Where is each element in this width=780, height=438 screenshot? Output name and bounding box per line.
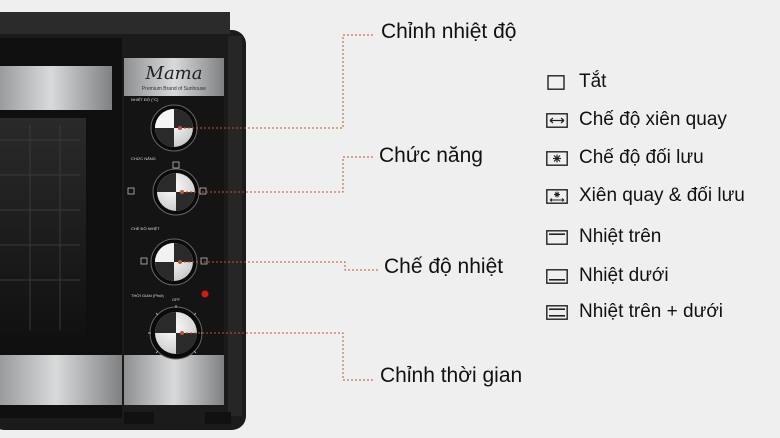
leader-dot-heat-mode <box>178 260 182 264</box>
knob4-label: THỜI GIAN (Phút) <box>131 293 164 298</box>
legend-label: Nhiệt trên <box>579 226 662 247</box>
legend-item-rotisserie-convection: Xiên quay & đối lưu <box>546 183 745 209</box>
legend-label: Tắt <box>579 71 607 92</box>
bottom-heat-icon <box>546 268 568 284</box>
legend-item-rotisserie: Chế độ xiên quay <box>546 107 727 133</box>
leader-dot-function <box>180 190 184 194</box>
oven-foot-right <box>205 412 231 424</box>
leader-lines <box>180 34 380 381</box>
convection-icon <box>546 150 568 166</box>
rotisserie-icon <box>546 112 568 128</box>
oven-foot-left <box>124 412 154 424</box>
callout-timer: Chỉnh thời gian <box>380 364 523 387</box>
legend-label: Nhiệt dưới <box>579 265 669 286</box>
legend-label: Chế độ xiên quay <box>579 109 727 130</box>
legend-label: Xiên quay & đối lưu <box>579 185 745 206</box>
brand-tagline: Premium Brand of Sunhouse <box>142 86 206 92</box>
legend-item-top-heat: Nhiệt trên <box>546 224 661 250</box>
callout-heat-mode: Chế độ nhiệt <box>384 255 504 278</box>
knob1-label: NHIỆT ĐỘ (°C) <box>131 97 159 102</box>
knob4-off-label: OFF <box>172 297 181 302</box>
off-icon <box>546 74 568 90</box>
control-panel <box>124 58 224 405</box>
callout-temperature: Chỉnh nhiệt độ <box>381 20 517 43</box>
legend-item-convection: Chế độ đối lưu <box>546 145 704 171</box>
legend-item-bottom-heat: Nhiệt dưới <box>546 263 669 289</box>
temperature-knob[interactable] <box>150 104 198 152</box>
callout-function: Chức năng <box>379 144 483 167</box>
top-heat-icon <box>546 229 568 245</box>
power-indicator-light <box>201 290 209 298</box>
timer-knob[interactable] <box>148 305 204 360</box>
leader-dot-timer <box>180 331 184 335</box>
top-bottom-heat-icon <box>546 304 568 320</box>
legend-label: Chế độ đối lưu <box>579 147 704 168</box>
rotisserie-convection-icon <box>546 188 568 204</box>
oven-door <box>0 38 122 418</box>
legend-item-top-bottom-heat: Nhiệt trên + dưới <box>546 299 723 325</box>
legend-label: Nhiệt trên + dưới <box>579 301 723 322</box>
leader-dot-temperature <box>178 126 182 130</box>
heat-mode-knob[interactable] <box>140 238 208 286</box>
function-knob[interactable] <box>127 161 207 216</box>
brand-logo: Mama <box>145 63 203 84</box>
knob2-label: CHỨC NĂNG <box>131 156 156 161</box>
legend-item-off: Tắt <box>546 69 606 95</box>
knob3-label: CHẾ ĐỘ NHIỆT <box>131 226 160 231</box>
